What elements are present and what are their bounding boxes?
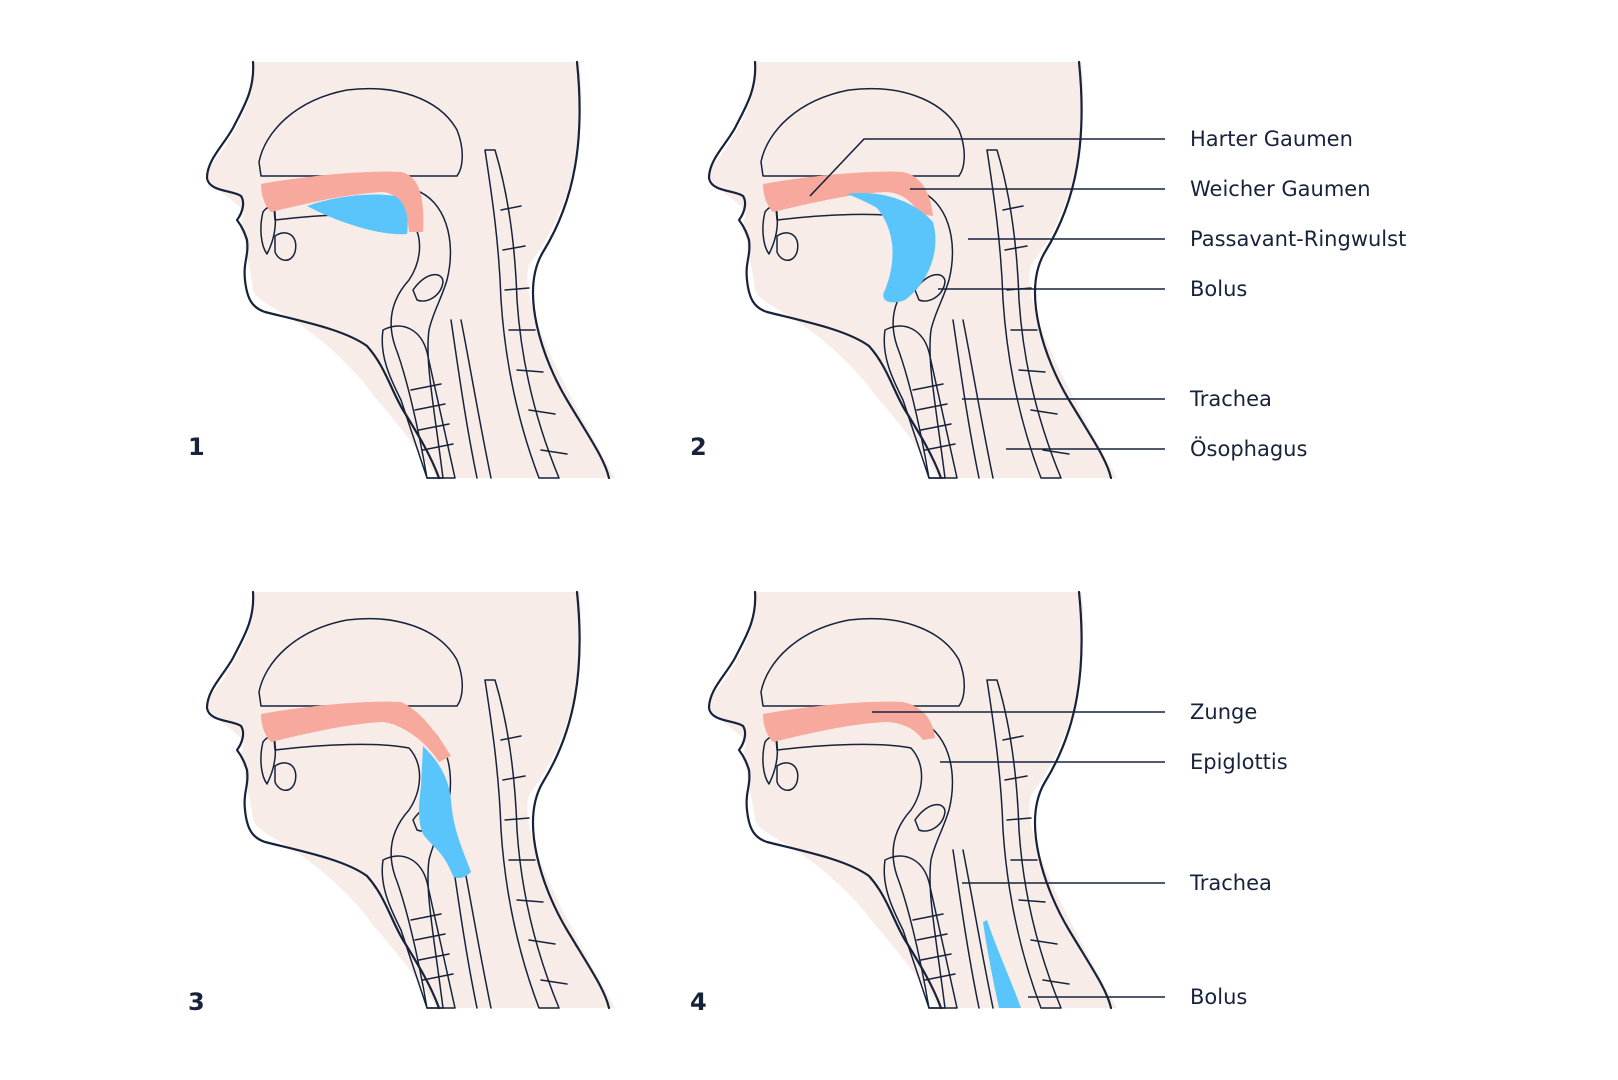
panel-number-1: 1 (188, 433, 205, 461)
label-trachea-bottom: Trachea (1189, 871, 1272, 895)
palate (261, 701, 451, 762)
panel-2 (707, 60, 1119, 480)
panel-3 (205, 590, 617, 1010)
bolus (983, 920, 1021, 1008)
panel-number-2: 2 (690, 433, 707, 461)
label-oesophagus: Ösophagus (1190, 436, 1307, 461)
label-harter-gaumen: Harter Gaumen (1190, 127, 1353, 151)
bolus (307, 194, 408, 235)
label-epiglottis: Epiglottis (1190, 750, 1288, 774)
panel-number-3: 3 (188, 988, 205, 1016)
label-bolus-bottom: Bolus (1190, 985, 1247, 1009)
panel-4 (707, 590, 1119, 1010)
leader-lines-bottom (872, 711, 1165, 998)
palate (261, 171, 424, 232)
bolus (847, 193, 936, 303)
label-zunge: Zunge (1190, 700, 1257, 724)
bolus (419, 746, 471, 879)
leader-lines-top (809, 138, 1165, 450)
palate (763, 171, 933, 216)
label-passavant-ringwulst: Passavant-Ringwulst (1190, 227, 1406, 251)
label-weicher-gaumen: Weicher Gaumen (1190, 177, 1371, 201)
label-bolus-top: Bolus (1190, 277, 1247, 301)
panel-1 (205, 60, 617, 480)
label-trachea-top: Trachea (1189, 387, 1272, 411)
panel-number-4: 4 (690, 988, 707, 1016)
